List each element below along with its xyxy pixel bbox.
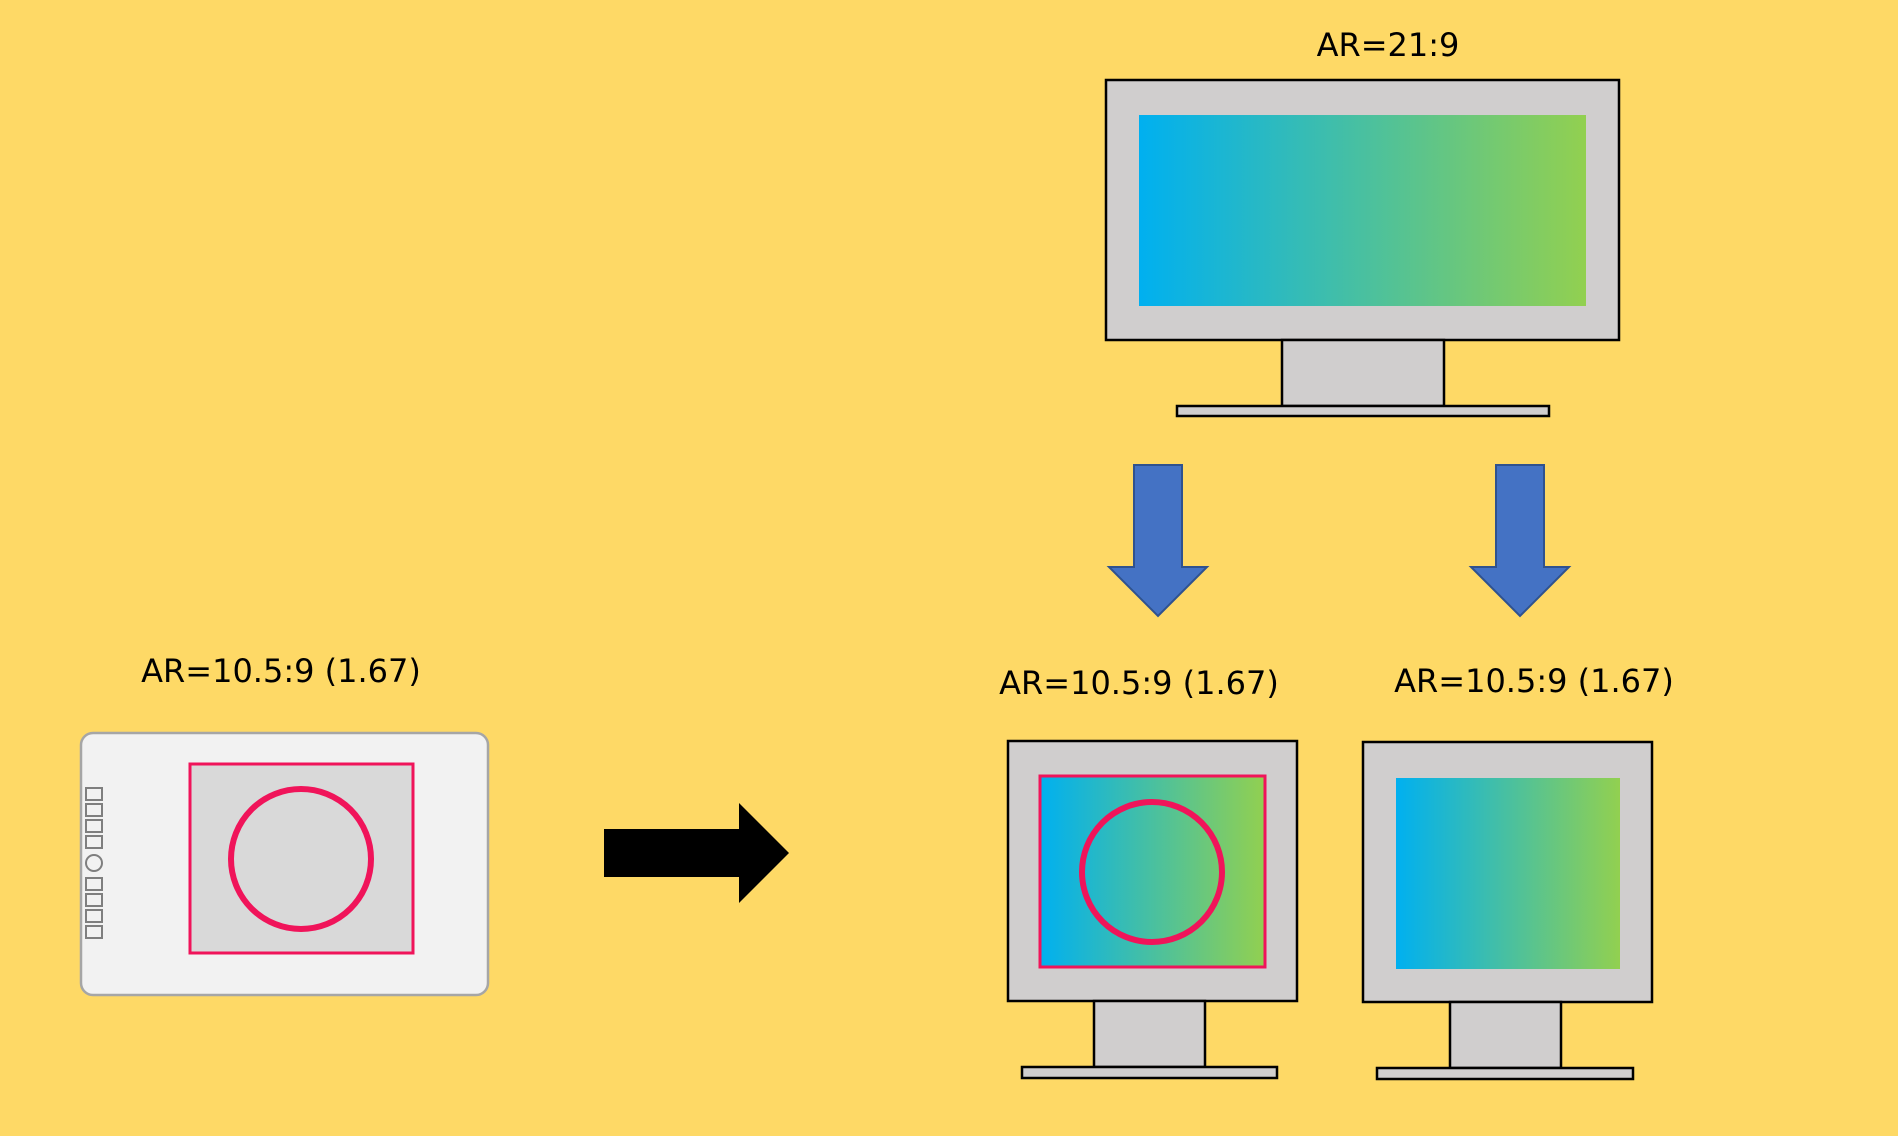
bottom-right-monitor-stand-neck <box>1448 1000 1563 1070</box>
bottom-right-monitor-label: AR=10.5:9 (1.67) <box>1394 662 1674 700</box>
bottom-left-monitor-stand-neck <box>1092 999 1207 1069</box>
top-monitor-label: AR=21:9 <box>1317 26 1460 64</box>
tablet-active-area <box>188 762 415 955</box>
down-arrow-icon <box>1468 464 1572 618</box>
top-monitor <box>1104 78 1621 418</box>
drawing-tablet-icon <box>79 731 490 997</box>
bottom-left-monitor-label: AR=10.5:9 (1.67) <box>999 664 1279 702</box>
down-arrow-icon <box>1106 464 1210 618</box>
top-monitor-stand-base <box>1175 404 1551 418</box>
tablet-label: AR=10.5:9 (1.67) <box>141 652 421 690</box>
bottom-left-monitor-screen <box>1038 774 1267 969</box>
top-monitor-screen <box>1139 115 1586 306</box>
bottom-right-monitor-screen <box>1396 778 1620 969</box>
bottom-left-monitor <box>1006 739 1299 1080</box>
right-arrow-icon <box>604 803 789 903</box>
bottom-left-monitor-stand-base <box>1020 1065 1279 1080</box>
bottom-left-monitor-circle <box>1079 799 1225 945</box>
tablet-circle <box>228 786 374 932</box>
top-monitor-stand-neck <box>1280 338 1446 408</box>
bottom-right-monitor <box>1361 740 1654 1081</box>
tablet-express-keys <box>85 787 103 939</box>
bottom-right-monitor-stand-base <box>1375 1066 1635 1081</box>
